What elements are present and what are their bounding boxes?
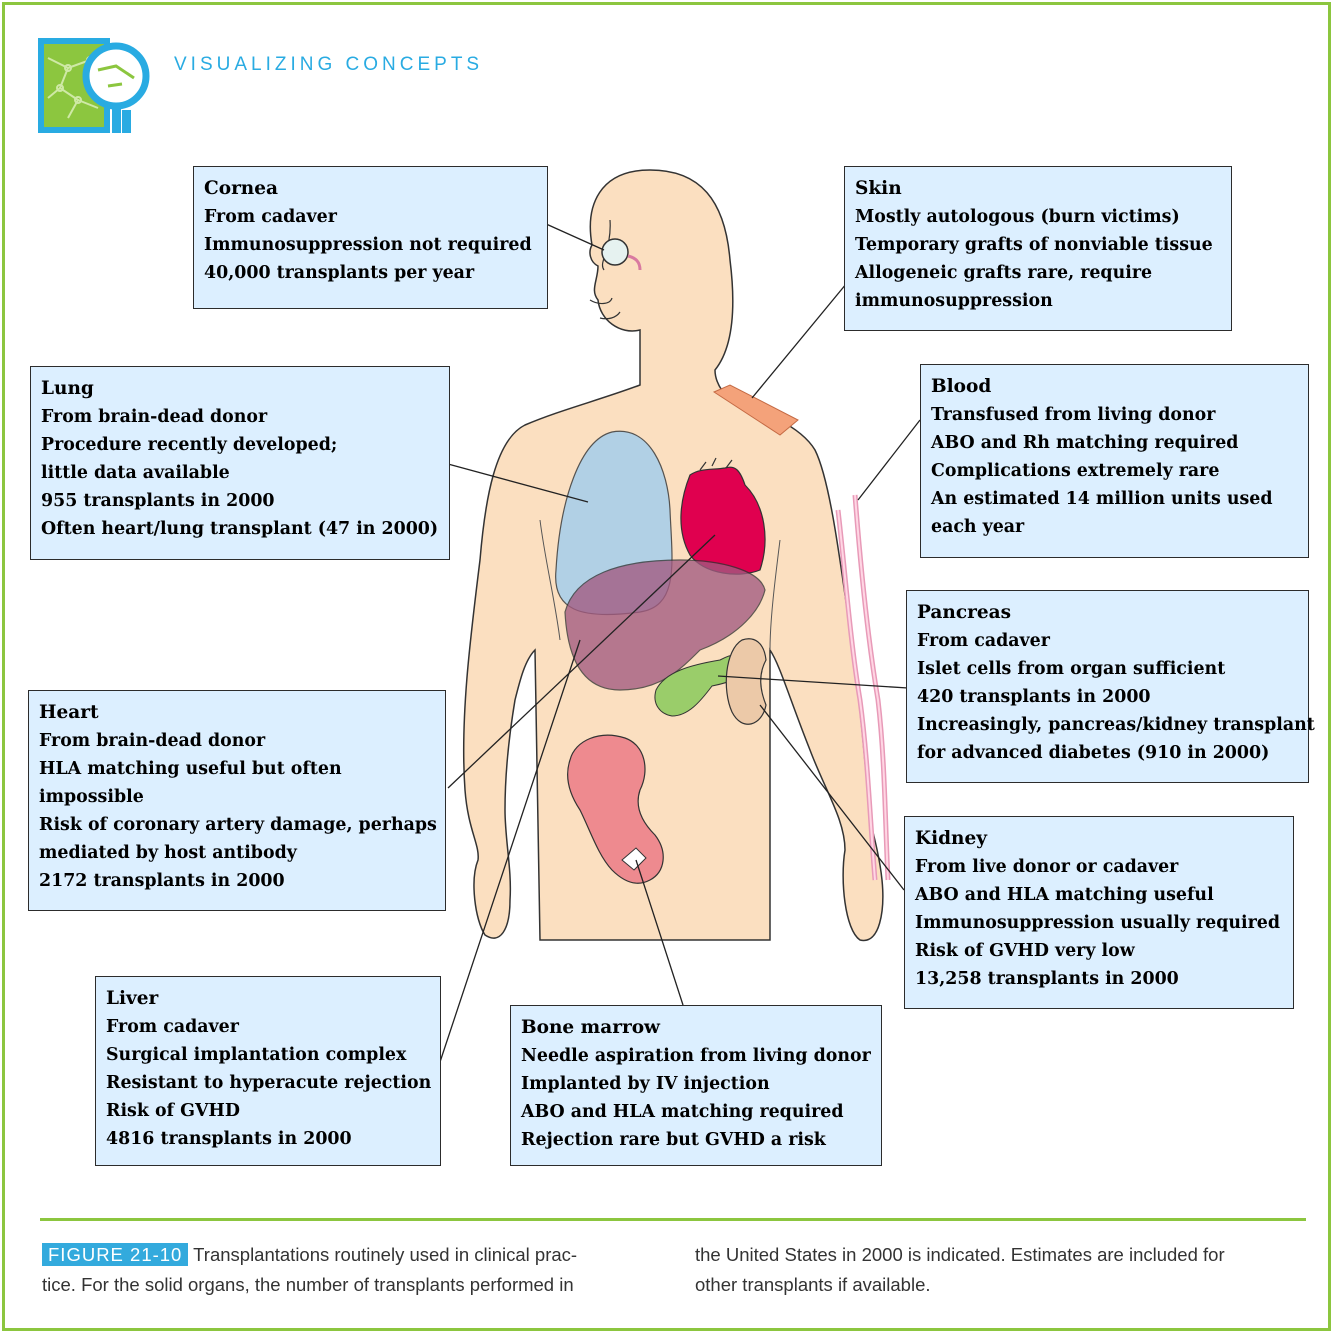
blood-line: Transfused from living donor bbox=[931, 401, 1298, 429]
caption-column-1: FIGURE 21-10 Transplantations routinely … bbox=[42, 1240, 662, 1300]
blood-line: Complications extremely rare bbox=[931, 457, 1298, 485]
bone-marrow-line: Implanted by IV injection bbox=[521, 1070, 871, 1098]
blood-box: Blood Transfused from living donor ABO a… bbox=[920, 364, 1309, 558]
caption-divider bbox=[40, 1218, 1306, 1221]
caption-text: Transplantations routinely used in clini… bbox=[193, 1244, 577, 1265]
lung-line: little data available bbox=[41, 459, 439, 487]
kidney-line: From live donor or cadaver bbox=[915, 853, 1283, 881]
lung-title: Lung bbox=[41, 375, 439, 403]
figure-label: FIGURE 21-10 bbox=[42, 1243, 188, 1266]
kidney-line: Immunosuppression usually required bbox=[915, 909, 1283, 937]
heart-line: 2172 transplants in 2000 bbox=[39, 867, 435, 895]
cornea-box: Cornea From cadaver Immunosuppression no… bbox=[193, 166, 548, 309]
blood-title: Blood bbox=[931, 373, 1298, 401]
pancreas-line: Increasingly, pancreas/kidney transplant bbox=[917, 711, 1298, 739]
kidney-organ bbox=[726, 639, 766, 724]
heart-title: Heart bbox=[39, 699, 435, 727]
pancreas-line: Islet cells from organ sufficient bbox=[917, 655, 1298, 683]
heart-line: impossible bbox=[39, 783, 435, 811]
liver-title: Liver bbox=[106, 985, 430, 1013]
skin-box: Skin Mostly autologous (burn victims) Te… bbox=[844, 166, 1232, 331]
skin-line: immunosuppression bbox=[855, 287, 1221, 315]
cornea-line: From cadaver bbox=[204, 203, 537, 231]
kidney-line: Risk of GVHD very low bbox=[915, 937, 1283, 965]
cornea-line: Immunosuppression not required bbox=[204, 231, 537, 259]
liver-line: Resistant to hyperacute rejection bbox=[106, 1069, 430, 1097]
skin-line: Temporary grafts of nonviable tissue bbox=[855, 231, 1221, 259]
heart-box: Heart From brain-dead donor HLA matching… bbox=[28, 690, 446, 911]
lung-line: 955 transplants in 2000 bbox=[41, 487, 439, 515]
heart-line: mediated by host antibody bbox=[39, 839, 435, 867]
liver-line: 4816 transplants in 2000 bbox=[106, 1125, 430, 1153]
cornea-eye bbox=[602, 239, 628, 265]
kidney-line: 13,258 transplants in 2000 bbox=[915, 965, 1283, 993]
blood-line: each year bbox=[931, 513, 1298, 541]
pancreas-line: 420 transplants in 2000 bbox=[917, 683, 1298, 711]
bone-marrow-line: ABO and HLA matching required bbox=[521, 1098, 871, 1126]
lung-box: Lung From brain-dead donor Procedure rec… bbox=[30, 366, 450, 560]
cornea-line: 40,000 transplants per year bbox=[204, 259, 537, 287]
skin-line: Mostly autologous (burn victims) bbox=[855, 203, 1221, 231]
caption-text: other transplants if available. bbox=[695, 1270, 1315, 1300]
heart-line: Risk of coronary artery damage, perhaps bbox=[39, 811, 435, 839]
blood-line: ABO and Rh matching required bbox=[931, 429, 1298, 457]
pancreas-box: Pancreas From cadaver Islet cells from o… bbox=[906, 590, 1309, 783]
liver-line: From cadaver bbox=[106, 1013, 430, 1041]
bone-marrow-line: Rejection rare but GVHD a risk bbox=[521, 1126, 871, 1154]
bone-marrow-box: Bone marrow Needle aspiration from livin… bbox=[510, 1005, 882, 1166]
skin-line: Allogeneic grafts rare, require bbox=[855, 259, 1221, 287]
lung-line: From brain-dead donor bbox=[41, 403, 439, 431]
caption-line: FIGURE 21-10 Transplantations routinely … bbox=[42, 1240, 662, 1270]
caption-text: tice. For the solid organs, the number o… bbox=[42, 1270, 662, 1300]
caption-text: the United States in 2000 is indicated. … bbox=[695, 1240, 1315, 1270]
liver-line: Surgical implantation complex bbox=[106, 1041, 430, 1069]
cornea-title: Cornea bbox=[204, 175, 537, 203]
lung-line: Often heart/lung transplant (47 in 2000) bbox=[41, 515, 439, 543]
liver-box: Liver From cadaver Surgical implantation… bbox=[95, 976, 441, 1166]
heart-line: HLA matching useful but often bbox=[39, 755, 435, 783]
bone-marrow-line: Needle aspiration from living donor bbox=[521, 1042, 871, 1070]
skin-title: Skin bbox=[855, 175, 1221, 203]
pancreas-line: From cadaver bbox=[917, 627, 1298, 655]
pancreas-title: Pancreas bbox=[917, 599, 1298, 627]
lung-line: Procedure recently developed; bbox=[41, 431, 439, 459]
heart-line: From brain-dead donor bbox=[39, 727, 435, 755]
liver-line: Risk of GVHD bbox=[106, 1097, 430, 1125]
pancreas-line: for advanced diabetes (910 in 2000) bbox=[917, 739, 1298, 767]
blood-line: An estimated 14 million units used bbox=[931, 485, 1298, 513]
bone-marrow-title: Bone marrow bbox=[521, 1014, 871, 1042]
kidney-box: Kidney From live donor or cadaver ABO an… bbox=[904, 816, 1294, 1009]
kidney-title: Kidney bbox=[915, 825, 1283, 853]
kidney-line: ABO and HLA matching useful bbox=[915, 881, 1283, 909]
caption-column-2: the United States in 2000 is indicated. … bbox=[695, 1240, 1315, 1300]
